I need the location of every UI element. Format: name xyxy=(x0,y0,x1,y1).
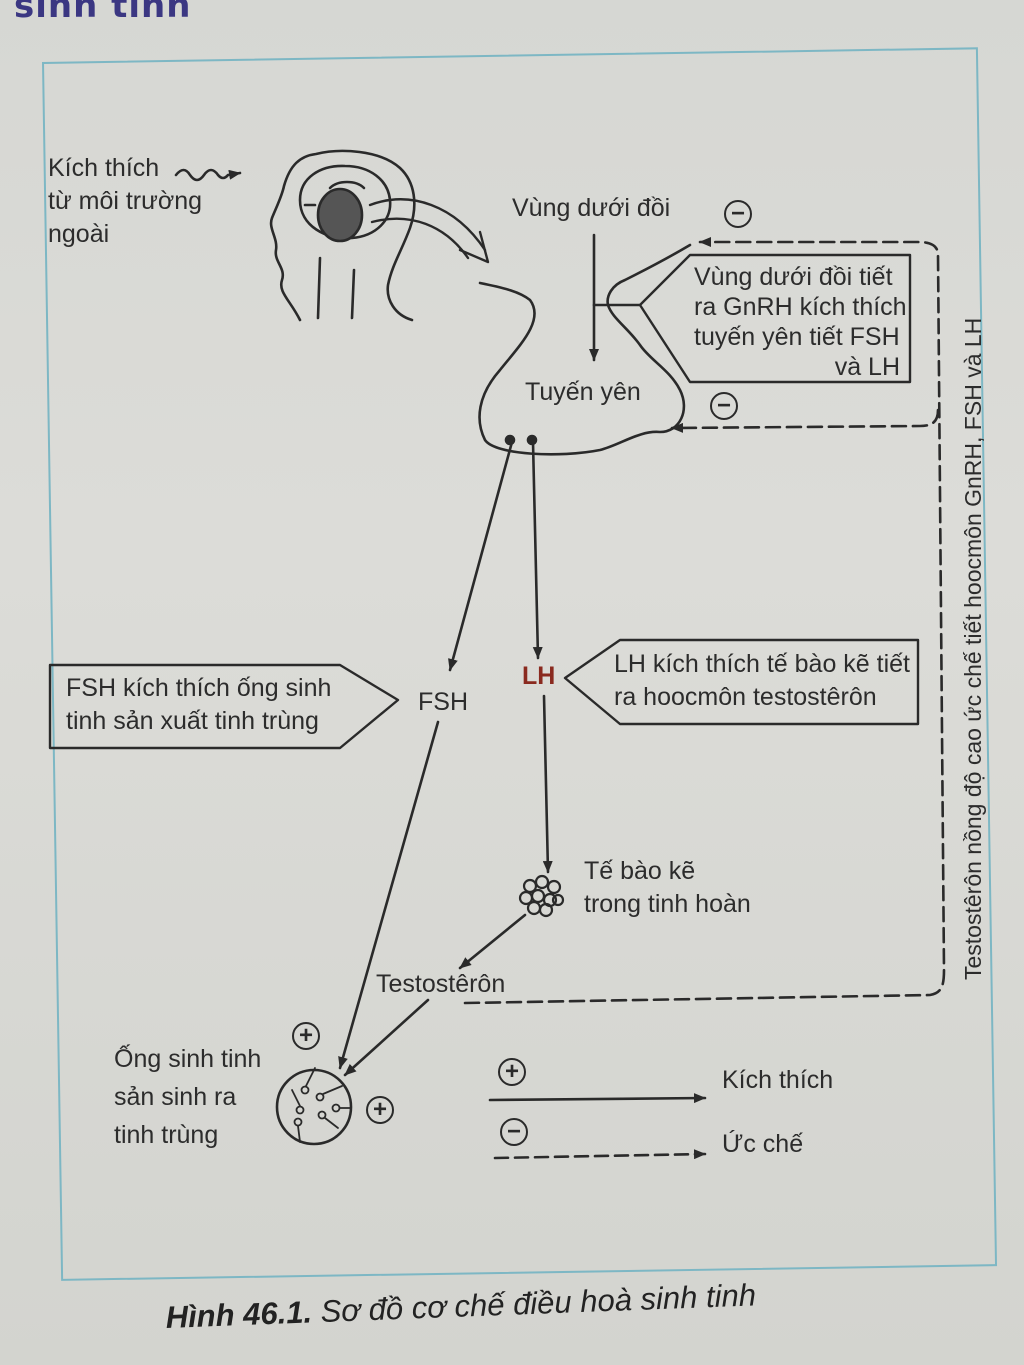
leydig-label: Tế bào kẽ trong tinh hoàn xyxy=(584,855,751,921)
pituitary-outline xyxy=(478,243,692,456)
hypothalamus-box-line: Vùng dưới đồi tiết xyxy=(694,263,893,291)
hypothalamus-box-line: và LH xyxy=(834,353,900,381)
stimulus-label-line: Kích thích xyxy=(48,154,160,182)
lh-box-text: LH kích thích tế bào kẽ tiết ra hoocmôn … xyxy=(614,648,910,714)
tubule-label-line: Ống sinh tinh xyxy=(114,1045,262,1073)
leydig-label-line: Tế bào kẽ xyxy=(584,857,696,885)
testosterone-to-tubule-arrow xyxy=(343,998,430,1077)
leydig-to-testosterone-arrow xyxy=(458,913,527,970)
lh-box-line: LH kích thích tế bào kẽ tiết xyxy=(614,650,910,678)
brain-to-hypothalamus-arrow xyxy=(368,198,487,252)
legend-stimulate-sign-icon: + xyxy=(498,1058,526,1086)
fsh-label: FSH xyxy=(418,688,468,716)
stimulus-label-line: từ môi trường xyxy=(48,187,203,215)
leydig-cells-icon xyxy=(518,874,565,918)
seminiferous-tubule-icon xyxy=(275,1067,353,1146)
feedback-dashed-lines xyxy=(463,237,946,1005)
head-icon xyxy=(269,149,416,322)
pituitary-to-lh-arrow xyxy=(531,440,543,660)
stimulate-sign-icon: + xyxy=(366,1096,394,1124)
tubule-label: Ống sinh tinh sản sinh ra tinh trùng xyxy=(114,1040,261,1154)
fsh-to-tubule-arrow xyxy=(338,720,440,1070)
section-heading: sinh tinh xyxy=(14,0,192,26)
hypothalamus-box-text: Vùng dưới đồi tiết ra GnRH kích thích tu… xyxy=(694,262,907,382)
legend-inhibit-sign-icon: − xyxy=(500,1118,528,1146)
hypothalamus-box-line: tuyến yên tiết FSH xyxy=(694,323,900,351)
fsh-box-line: tinh sản xuất tinh trùng xyxy=(66,707,319,735)
pituitary-label: Tuyến yên xyxy=(525,378,641,406)
inhibit-sign-icon: − xyxy=(710,392,738,420)
tubule-label-line: sản sinh ra xyxy=(114,1083,237,1111)
legend-inhibit-label: Ức chế xyxy=(722,1130,804,1158)
legend-inhibit-line xyxy=(493,1149,707,1160)
stimulus-label-line: ngoài xyxy=(48,220,110,248)
lh-box-line: ra hoocmôn testostêrôn xyxy=(614,683,877,711)
testosterone-label: Testostêrôn xyxy=(376,970,506,998)
fsh-box-text: FSH kích thích ống sinh tinh sản xuất ti… xyxy=(66,672,331,738)
tubule-label-line: tinh trùng xyxy=(114,1121,219,1149)
fsh-box xyxy=(48,663,400,750)
lh-to-leydig-arrow xyxy=(542,694,553,874)
hypothalamus-label: Vùng dưới đồi xyxy=(512,194,671,222)
feedback-caption: Testostêrôn nồng độ cao ức chế tiết hooc… xyxy=(960,317,986,980)
legend-stimulate-label: Kích thích xyxy=(722,1066,834,1094)
inhibit-sign-icon: − xyxy=(724,200,752,228)
fsh-box-line: FSH kích thích ống sinh xyxy=(66,674,332,702)
lh-label: LH xyxy=(522,662,556,690)
stimulus-label: Kích thích từ môi trường ngoài xyxy=(48,152,202,251)
lh-box xyxy=(563,638,920,726)
legend-stimulate-line xyxy=(488,1093,707,1104)
figure-caption-number: Hình 46.1. xyxy=(165,1294,313,1335)
pituitary-to-fsh-arrow xyxy=(448,440,514,672)
hypothalamus-box-line: ra GnRH kích thích xyxy=(694,293,907,321)
stimulus-wavy-arrow xyxy=(174,168,242,182)
hypothalamus-box xyxy=(638,253,912,384)
leydig-label-line: trong tinh hoàn xyxy=(584,890,751,918)
stimulate-sign-icon: + xyxy=(292,1022,320,1050)
